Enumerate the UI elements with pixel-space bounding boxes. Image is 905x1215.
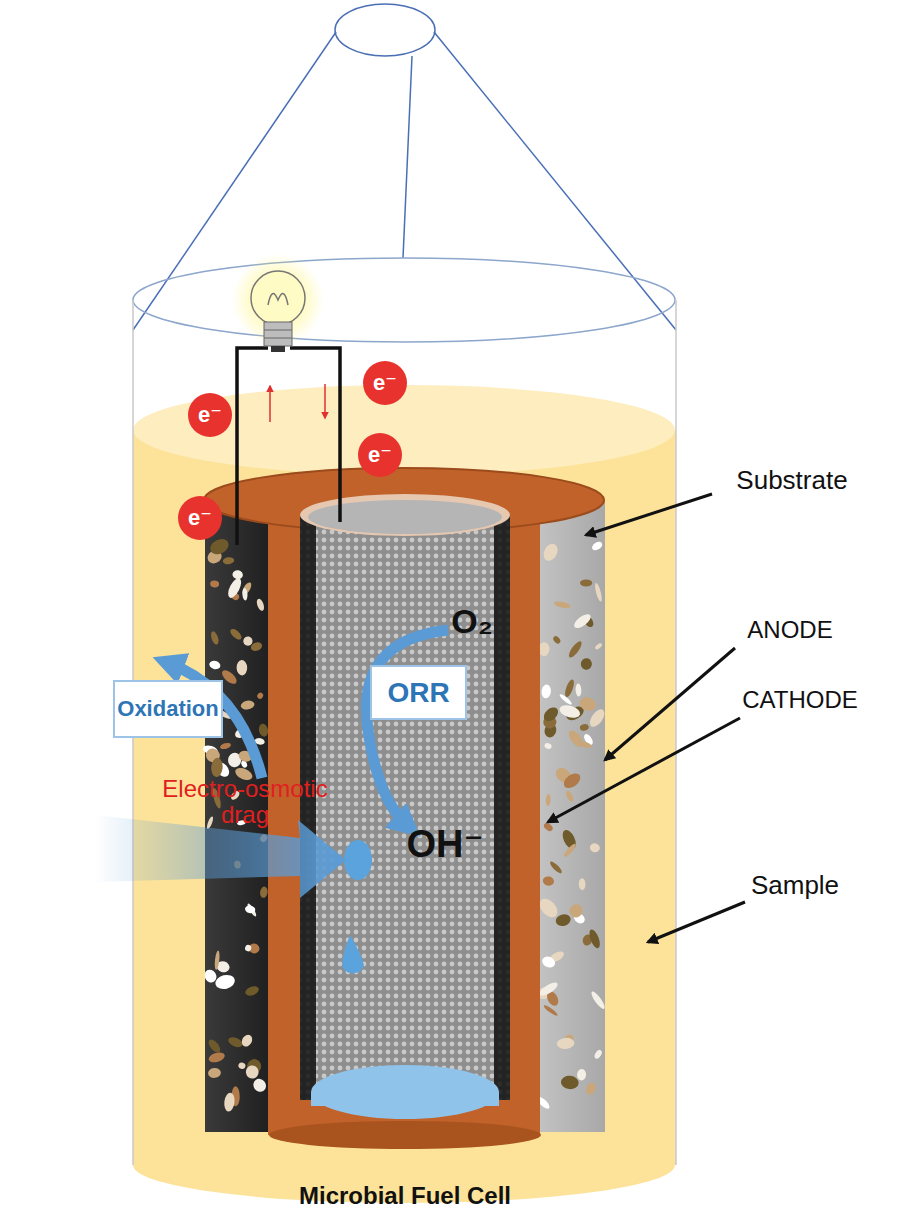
anode-particle — [580, 580, 592, 587]
anode-particle — [255, 598, 265, 612]
anode-particle — [593, 1049, 603, 1060]
anode-particle — [206, 816, 215, 830]
anode-particle — [223, 1092, 235, 1112]
anode-particle — [250, 641, 264, 653]
anode-particle — [584, 1081, 597, 1096]
anode-particle — [222, 556, 234, 564]
anode-particle — [552, 635, 562, 645]
anode-particle — [251, 1076, 269, 1094]
anode-particle — [562, 842, 577, 858]
anode-particle — [594, 582, 603, 602]
anode-particle — [558, 703, 582, 720]
anode-particle — [538, 980, 560, 998]
anode-particle — [580, 657, 593, 670]
anode-particle — [567, 640, 584, 660]
anode-particle — [202, 968, 218, 985]
anode-particle — [256, 692, 264, 700]
process-box: Oxidation — [113, 680, 223, 738]
anode-particle — [238, 1062, 247, 1070]
anode-particle — [208, 1067, 222, 1078]
anode-particle — [594, 642, 603, 650]
anode-particle — [242, 588, 248, 601]
part-label: ANODE — [747, 617, 832, 643]
anode-particle — [541, 705, 561, 724]
anode-particle — [558, 693, 572, 706]
anode-particle — [577, 1069, 587, 1081]
anode-particle — [236, 660, 247, 676]
electron-label: e⁻ — [198, 403, 222, 427]
anode-particle — [591, 540, 604, 552]
anode-particle — [553, 600, 571, 609]
anode-particle — [244, 984, 260, 997]
anode-particle — [207, 1051, 225, 1064]
anode-particle — [566, 728, 586, 750]
anode-particle — [206, 1037, 222, 1054]
anode-particle — [565, 790, 575, 803]
anode-particle — [210, 580, 220, 588]
anode-particle — [541, 684, 552, 699]
process-box: ORR — [370, 665, 467, 720]
anode-particle — [578, 695, 598, 712]
anode-particle — [240, 700, 255, 711]
anode-particle — [544, 742, 553, 750]
anode-particle — [575, 683, 581, 696]
anode-particle — [589, 990, 606, 1011]
anode-particle — [245, 1064, 260, 1079]
anode-particle — [589, 843, 600, 854]
anode-particle — [258, 723, 269, 738]
anode-particle — [561, 770, 583, 791]
anode-particle — [244, 944, 252, 952]
anode-particle — [541, 541, 560, 563]
species-label: OH⁻ — [406, 824, 483, 866]
anode-particle — [538, 642, 549, 656]
anode-particle — [210, 630, 220, 645]
process-label: ORR — [387, 677, 449, 709]
anode-particle — [240, 1033, 255, 1048]
anode-particle — [227, 1035, 245, 1049]
anode-particle — [542, 822, 554, 833]
part-label: Substrate — [736, 466, 847, 495]
part-label: Sample — [751, 871, 839, 900]
electron-label: e⁻ — [373, 371, 397, 395]
electron-label: e⁻ — [188, 506, 212, 530]
anode-particle — [226, 576, 244, 600]
process-label: Oxidation — [117, 696, 218, 722]
anode-particle — [208, 660, 221, 671]
anode-particle — [549, 860, 564, 875]
caption: Microbial Fuel Cell — [299, 1183, 511, 1209]
anode-particle — [563, 678, 575, 698]
part-label: CATHODE — [742, 687, 858, 713]
anode-particle — [542, 875, 555, 887]
anode-particle — [545, 794, 551, 806]
anode-particle — [543, 1004, 559, 1017]
anode-particle — [554, 912, 572, 927]
anode-particle — [579, 723, 589, 731]
anode-particle — [567, 902, 585, 920]
anode-particle — [228, 627, 243, 642]
anode-particle — [214, 950, 220, 970]
anode-particle — [219, 742, 231, 750]
anode-particle — [540, 955, 556, 970]
anode-particle — [572, 612, 593, 631]
anode-particle — [211, 757, 224, 777]
anode-particle — [214, 973, 236, 991]
anode-particle — [556, 1037, 574, 1049]
anode-particle — [244, 904, 256, 914]
electron-label: e⁻ — [368, 443, 392, 467]
species-label: O₂ — [451, 603, 493, 640]
anode-particle — [259, 886, 268, 898]
anode-particle — [587, 928, 602, 949]
anode-particle — [207, 536, 231, 557]
process-note: Electro-osmotic drag — [160, 776, 330, 829]
anode-particle — [560, 1075, 579, 1090]
anode-particle — [579, 878, 586, 890]
